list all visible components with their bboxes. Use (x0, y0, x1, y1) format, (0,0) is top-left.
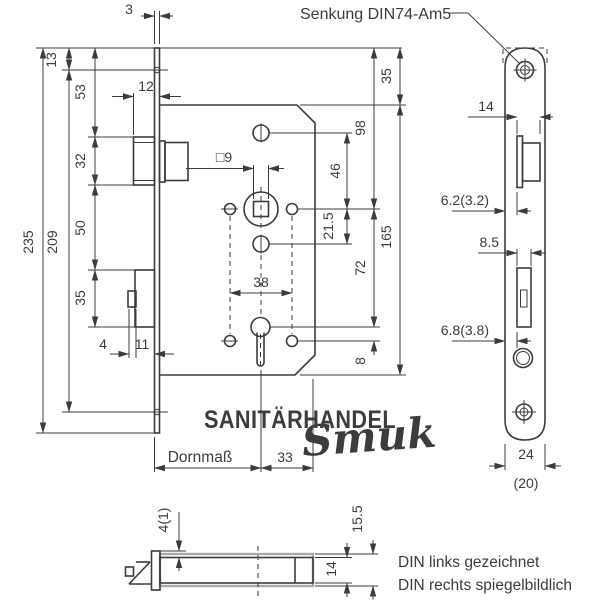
dim-label-6-2: 6.2(3.2) (441, 192, 489, 208)
dim-label-square-9: □9 (216, 149, 232, 165)
dim-label-235: 235 (20, 230, 36, 254)
lock-body-outline (159, 104, 316, 376)
dim-label-165: 165 (378, 225, 394, 249)
dim-label-6-8: 6.8(3.8) (441, 322, 489, 338)
dim-label-8-5: 8.5 (480, 234, 500, 250)
dim-label-35-top: 35 (378, 68, 394, 84)
dim-label-35-left: 35 (72, 290, 88, 306)
countersunk-screw-bottom-icon (512, 400, 536, 424)
senkung-callout-label: Senkung DIN74-Am5 (300, 6, 451, 23)
watermark-script-text: Smuk (300, 408, 438, 466)
dim-label-32: 32 (72, 153, 88, 169)
dim-label-72: 72 (352, 260, 368, 276)
euro-cylinder-hole (250, 316, 271, 367)
case-gasket-gray (158, 552, 315, 588)
faceplate-front (153, 47, 161, 434)
dim-label-8: 8 (352, 357, 368, 365)
dim-label-50: 50 (72, 220, 88, 236)
note-din-rechts: DIN rechts spiegelbildlich (398, 577, 572, 594)
dim-label-4: 4 (99, 336, 107, 352)
dim-label-11: 11 (135, 336, 150, 352)
dim-label-46: 46 (327, 163, 343, 179)
dim-label-13: 13 (43, 52, 59, 68)
dim-label-24: 24 (518, 446, 534, 462)
dim-label-98: 98 (352, 120, 368, 136)
note-din-links: DIN links gezeichnet (398, 554, 540, 571)
dim-label-53: 53 (72, 84, 88, 100)
square-corner-alt-right (530, 47, 548, 64)
senkung-leader-line (467, 12, 521, 65)
dim-label-38: 38 (253, 274, 269, 290)
dim-label-dornmass: Dornmaß (168, 449, 233, 466)
section-view (124, 546, 315, 596)
handle-fixing-hole-right (285, 202, 299, 216)
section-view-dimensions: 4(1) 14 15.5 (155, 505, 378, 600)
square-corner-alt-left (502, 47, 520, 64)
cylinder-fixing-hole-right (285, 334, 299, 348)
watermark: SANITÄRHANDEL Smuk (204, 406, 438, 466)
deadbolt-slot-side (516, 267, 532, 328)
dim-label-21-5: 21.5 (320, 212, 336, 239)
dim-label-4-1: 4(1) (155, 508, 171, 533)
dim-label-33: 33 (277, 449, 293, 465)
cylinder-bolt-hole-icon (512, 347, 534, 369)
latch-side (516, 135, 541, 189)
dim-label-15-5: 15.5 (349, 505, 365, 532)
dim-label-209: 209 (44, 230, 60, 254)
countersunk-screw-top-icon (513, 58, 537, 82)
watermark-brand-text: SANITÄRHANDEL (204, 406, 396, 434)
faceplate-side-outline (504, 47, 546, 441)
dim-label-20-alt: (20) (514, 475, 539, 491)
deadbolt-front (127, 269, 156, 328)
follower-square-spindle (243, 187, 279, 231)
dim-label-14-plate: 14 (478, 98, 494, 114)
dim-label-14-body: 14 (323, 561, 339, 577)
lock-body-section (159, 556, 314, 584)
front-view-dimensions: 3 13 209 235 53 32 50 35 12 4 11 □9 (20, 1, 406, 472)
front-view-lock-case (127, 47, 316, 434)
dim-label-3: 3 (125, 1, 133, 17)
latch-bolt-front (132, 136, 189, 186)
side-view-dimensions: Senkung DIN74-Am5 14 6.2(3.2) 8.5 6.8(3.… (300, 6, 561, 491)
din-notes: DIN links gezeichnet DIN rechts spiegelb… (398, 554, 572, 594)
latch-bevel-section (124, 561, 152, 585)
faceplate-section (150, 550, 161, 591)
side-view-faceplate (502, 47, 548, 441)
dim-label-12: 12 (138, 78, 154, 94)
